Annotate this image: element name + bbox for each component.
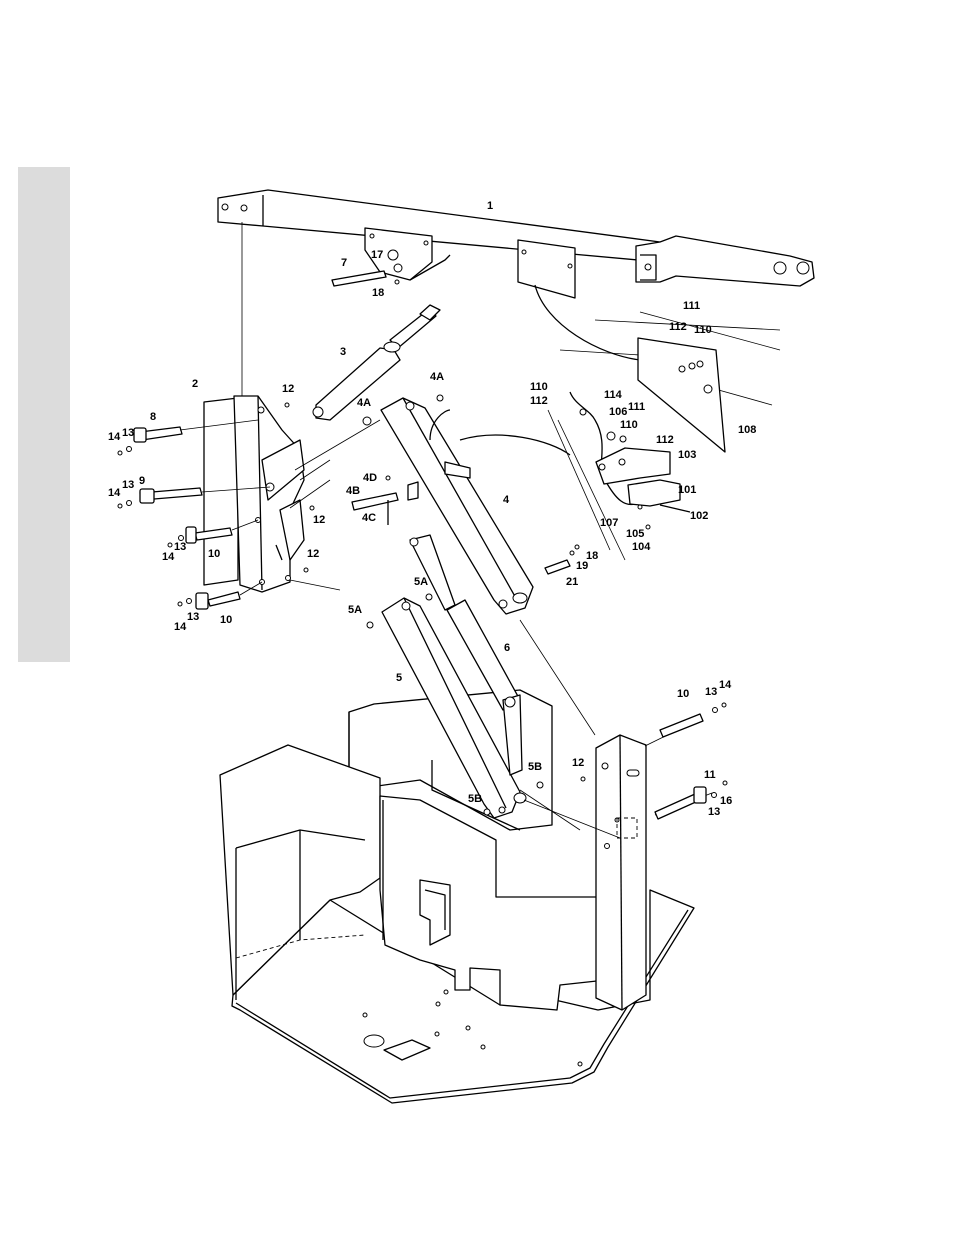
part-label: 9 [139,475,145,487]
part-label: 114 [604,389,623,401]
part-label: 111 [628,401,645,413]
part-label: 107 [600,517,618,529]
part-label: 105 [626,528,644,540]
part-label: 4 [503,494,510,506]
part-label: 104 [632,541,651,553]
part-label: 17 [371,249,383,261]
part-label: 102 [690,510,708,522]
part-label: 14 [719,679,732,691]
pin-7 [332,271,386,286]
part-label: 14 [108,431,121,443]
part-label: 21 [566,576,578,588]
part-label: 7 [341,257,347,269]
part-label: 13 [122,479,134,491]
part-label: 12 [572,757,584,769]
part-label: 5B [528,761,542,773]
part-label: 108 [738,424,756,436]
part-label: 3 [340,346,346,358]
part-label: 11 [704,769,716,781]
part-label: 2 [192,378,198,390]
part-label: 4A [357,397,371,409]
link-21 [545,560,570,574]
part-label: 12 [307,548,319,560]
part-label: 18 [372,287,384,299]
part-label: 5 [396,672,402,684]
part-label: 19 [576,560,588,572]
part-label: 110 [620,419,638,431]
switch-plate-108 [638,338,725,452]
part-label: 8 [150,411,156,423]
part-label: 10 [208,548,220,560]
part-label: 12 [313,514,325,526]
part-label: 12 [282,383,294,395]
part-label: 4C [362,512,376,524]
upper-arm-4 [352,395,570,614]
part-label: 110 [694,324,712,336]
part-label: 106 [609,406,627,418]
part-label: 1 [487,200,493,212]
part-label: 13 [174,541,186,553]
cable-sweep [535,285,640,360]
part-label: 112 [656,434,674,446]
part-label: 16 [720,795,732,807]
part-label: 112 [669,321,687,333]
part-label: 14 [174,621,187,633]
part-label: 6 [504,642,510,654]
part-label: 101 [678,484,696,496]
part-label: 111 [683,300,700,312]
part-label: 10 [677,688,689,700]
part-label: 4D [363,472,377,484]
part-label: 5A [348,604,362,616]
part-label: 14 [108,487,121,499]
top-boom [218,190,814,298]
part-label: 110 [530,381,548,393]
part-label: 13 [187,611,199,623]
part-label: 14 [162,551,175,563]
part-label: 112 [530,395,548,407]
part-label: 13 [708,806,720,818]
part-label: 103 [678,449,696,461]
part-label: 5A [414,576,428,588]
part-label: 13 [705,686,717,698]
gas-spring-3 [313,305,440,420]
part-label: 5B [468,793,482,805]
part-label: 4A [430,371,444,383]
right-post [596,735,646,1010]
part-label: 10 [220,614,232,626]
part-label: 13 [122,427,134,439]
part-label: 4B [346,485,360,497]
